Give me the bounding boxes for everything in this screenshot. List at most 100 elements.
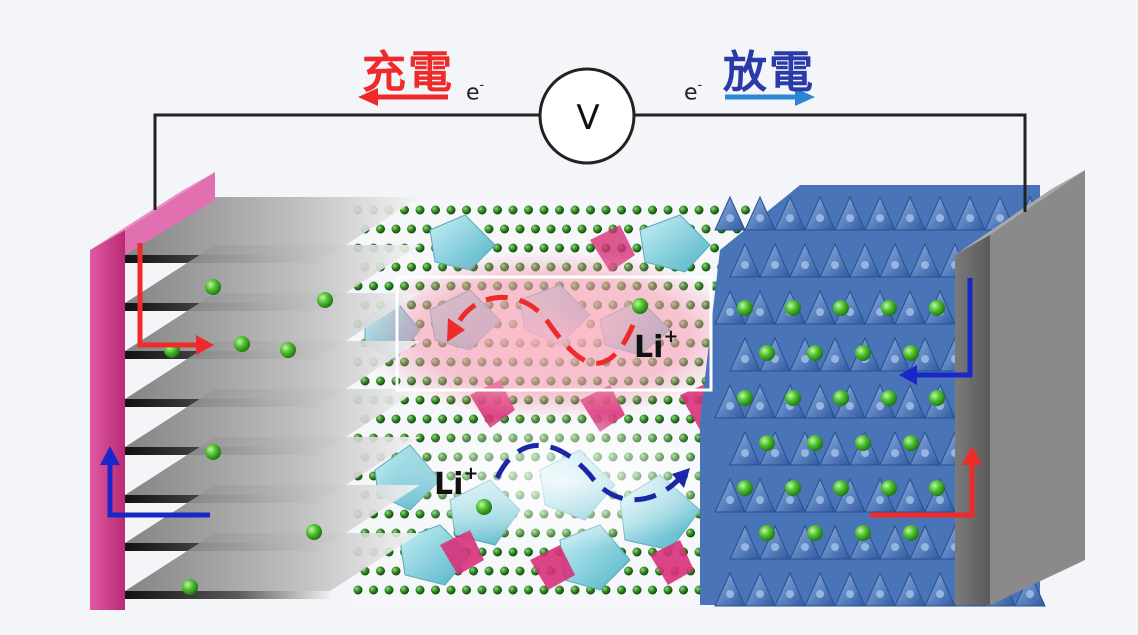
electrolyte-ion bbox=[376, 376, 385, 386]
cathode-octahedron bbox=[729, 430, 761, 466]
lithium-ion bbox=[807, 435, 823, 451]
cathode-discharge-arrow-icon bbox=[899, 278, 973, 385]
electrolyte-ion bbox=[531, 224, 540, 234]
anode-discharge-arrow-icon bbox=[100, 446, 210, 518]
lithium-ion bbox=[929, 300, 945, 316]
cathode-octahedron bbox=[819, 336, 851, 372]
electrolyte-ion bbox=[462, 205, 471, 215]
lithium-ion bbox=[737, 390, 753, 406]
electrolyte-ion bbox=[431, 585, 440, 595]
electrolyte-ion bbox=[632, 243, 642, 253]
electrolyte-ion bbox=[624, 224, 633, 234]
graphite-sheet bbox=[125, 245, 420, 303]
cathode-octahedron bbox=[849, 242, 881, 278]
cathode-octahedron bbox=[804, 289, 836, 325]
cathode-octahedron bbox=[834, 195, 866, 231]
anode-region bbox=[90, 172, 420, 610]
cathode-octahedron bbox=[864, 195, 896, 231]
electrolyte-ion bbox=[376, 566, 385, 576]
electrolyte-ion bbox=[407, 414, 416, 424]
electrolyte-ion bbox=[391, 224, 401, 234]
electrolyte-ion bbox=[391, 262, 401, 272]
electrolyte-ion bbox=[624, 566, 633, 576]
cathode-octahedron bbox=[819, 430, 851, 466]
lithium-ion bbox=[929, 390, 945, 406]
electrolyte-ion bbox=[493, 547, 502, 557]
li-charge: + bbox=[663, 326, 679, 347]
cathode-current-collector bbox=[955, 170, 1085, 605]
electrolyte-ion bbox=[462, 585, 471, 595]
electrolyte-ion bbox=[384, 509, 394, 519]
lithium-ion bbox=[306, 524, 322, 540]
electron-charge: - bbox=[479, 78, 485, 93]
electrolyte-ion bbox=[686, 528, 695, 538]
electrolyte-ion bbox=[438, 414, 447, 424]
lithium-ion bbox=[785, 300, 801, 316]
electrolyte-ion bbox=[570, 585, 580, 595]
graphite-sheet bbox=[125, 293, 420, 351]
electron-symbol: e bbox=[466, 80, 480, 106]
electrolyte-ion bbox=[508, 547, 518, 557]
electrolyte-ion bbox=[663, 585, 673, 595]
cathode-octahedron bbox=[894, 383, 926, 419]
electrolyte-ion bbox=[407, 262, 416, 272]
electrolyte-ion bbox=[415, 205, 425, 215]
electrolyte-ion bbox=[670, 414, 680, 424]
electrolyte-ion bbox=[601, 205, 611, 215]
voltmeter-circle-icon bbox=[538, 67, 636, 165]
graphite-sheet bbox=[125, 197, 420, 255]
electrolyte-ion bbox=[493, 585, 502, 595]
cathode-octahedron bbox=[879, 336, 911, 372]
cathode-octahedron bbox=[924, 571, 956, 607]
highlight-box bbox=[395, 275, 713, 392]
charge-ion-path bbox=[452, 294, 636, 366]
electrolyte-region bbox=[350, 200, 760, 605]
electrolyte-ion bbox=[632, 585, 642, 595]
electrolyte-ion bbox=[484, 224, 494, 234]
graphite-sheet bbox=[125, 485, 420, 543]
electrolyte-ion bbox=[400, 585, 409, 595]
cathode-octahedron bbox=[879, 524, 911, 560]
cathode-octahedron bbox=[954, 195, 986, 231]
cathode-octahedron bbox=[714, 477, 746, 513]
lithium-ion bbox=[280, 342, 296, 358]
electrolyte-ion bbox=[710, 205, 719, 215]
graphite-sheet bbox=[125, 437, 420, 495]
electrolyte-ion bbox=[493, 205, 502, 215]
cathode-octahedron bbox=[774, 477, 806, 513]
external-circuit bbox=[153, 67, 1027, 212]
li-ion-label-discharge: Li+ bbox=[434, 463, 479, 502]
electrolyte-ion bbox=[415, 433, 425, 443]
lithium-ion bbox=[881, 390, 897, 406]
lithium-ion bbox=[929, 480, 945, 496]
lithium-ion bbox=[881, 300, 897, 316]
cathode-octahedron bbox=[744, 383, 776, 419]
cathode-octahedron bbox=[759, 242, 791, 278]
lithium-ion bbox=[182, 579, 198, 595]
electrolyte-ion bbox=[632, 205, 642, 215]
electrolyte-ion bbox=[524, 243, 533, 253]
cathode-octahedron bbox=[804, 571, 836, 607]
voltmeter-label: V bbox=[576, 98, 600, 138]
cathode-octahedron bbox=[849, 524, 881, 560]
lithium-ion bbox=[855, 525, 871, 541]
charge-label: 充電 bbox=[362, 47, 454, 98]
electrolyte-ion bbox=[407, 224, 416, 234]
lithium-ion bbox=[833, 300, 849, 316]
electrolyte-ion bbox=[400, 509, 409, 519]
electron-label-left: e- bbox=[466, 78, 485, 106]
lithium-ion bbox=[833, 480, 849, 496]
cathode-octahedron bbox=[879, 242, 911, 278]
lithium-ion bbox=[759, 435, 775, 451]
electrolyte-ion bbox=[586, 243, 595, 253]
cathode-octahedron bbox=[894, 571, 926, 607]
li-ion-label-charge: Li+ bbox=[634, 326, 679, 365]
electrolyte-ion bbox=[562, 224, 571, 234]
electrolyte-ion bbox=[741, 205, 750, 215]
electrolyte-ion bbox=[415, 585, 425, 595]
cathode-octahedron bbox=[894, 289, 926, 325]
electrolyte-ion bbox=[422, 262, 432, 272]
electrolyte-ion bbox=[384, 585, 394, 595]
electrolyte-ion bbox=[710, 243, 719, 253]
anode-current-collector bbox=[90, 230, 125, 610]
